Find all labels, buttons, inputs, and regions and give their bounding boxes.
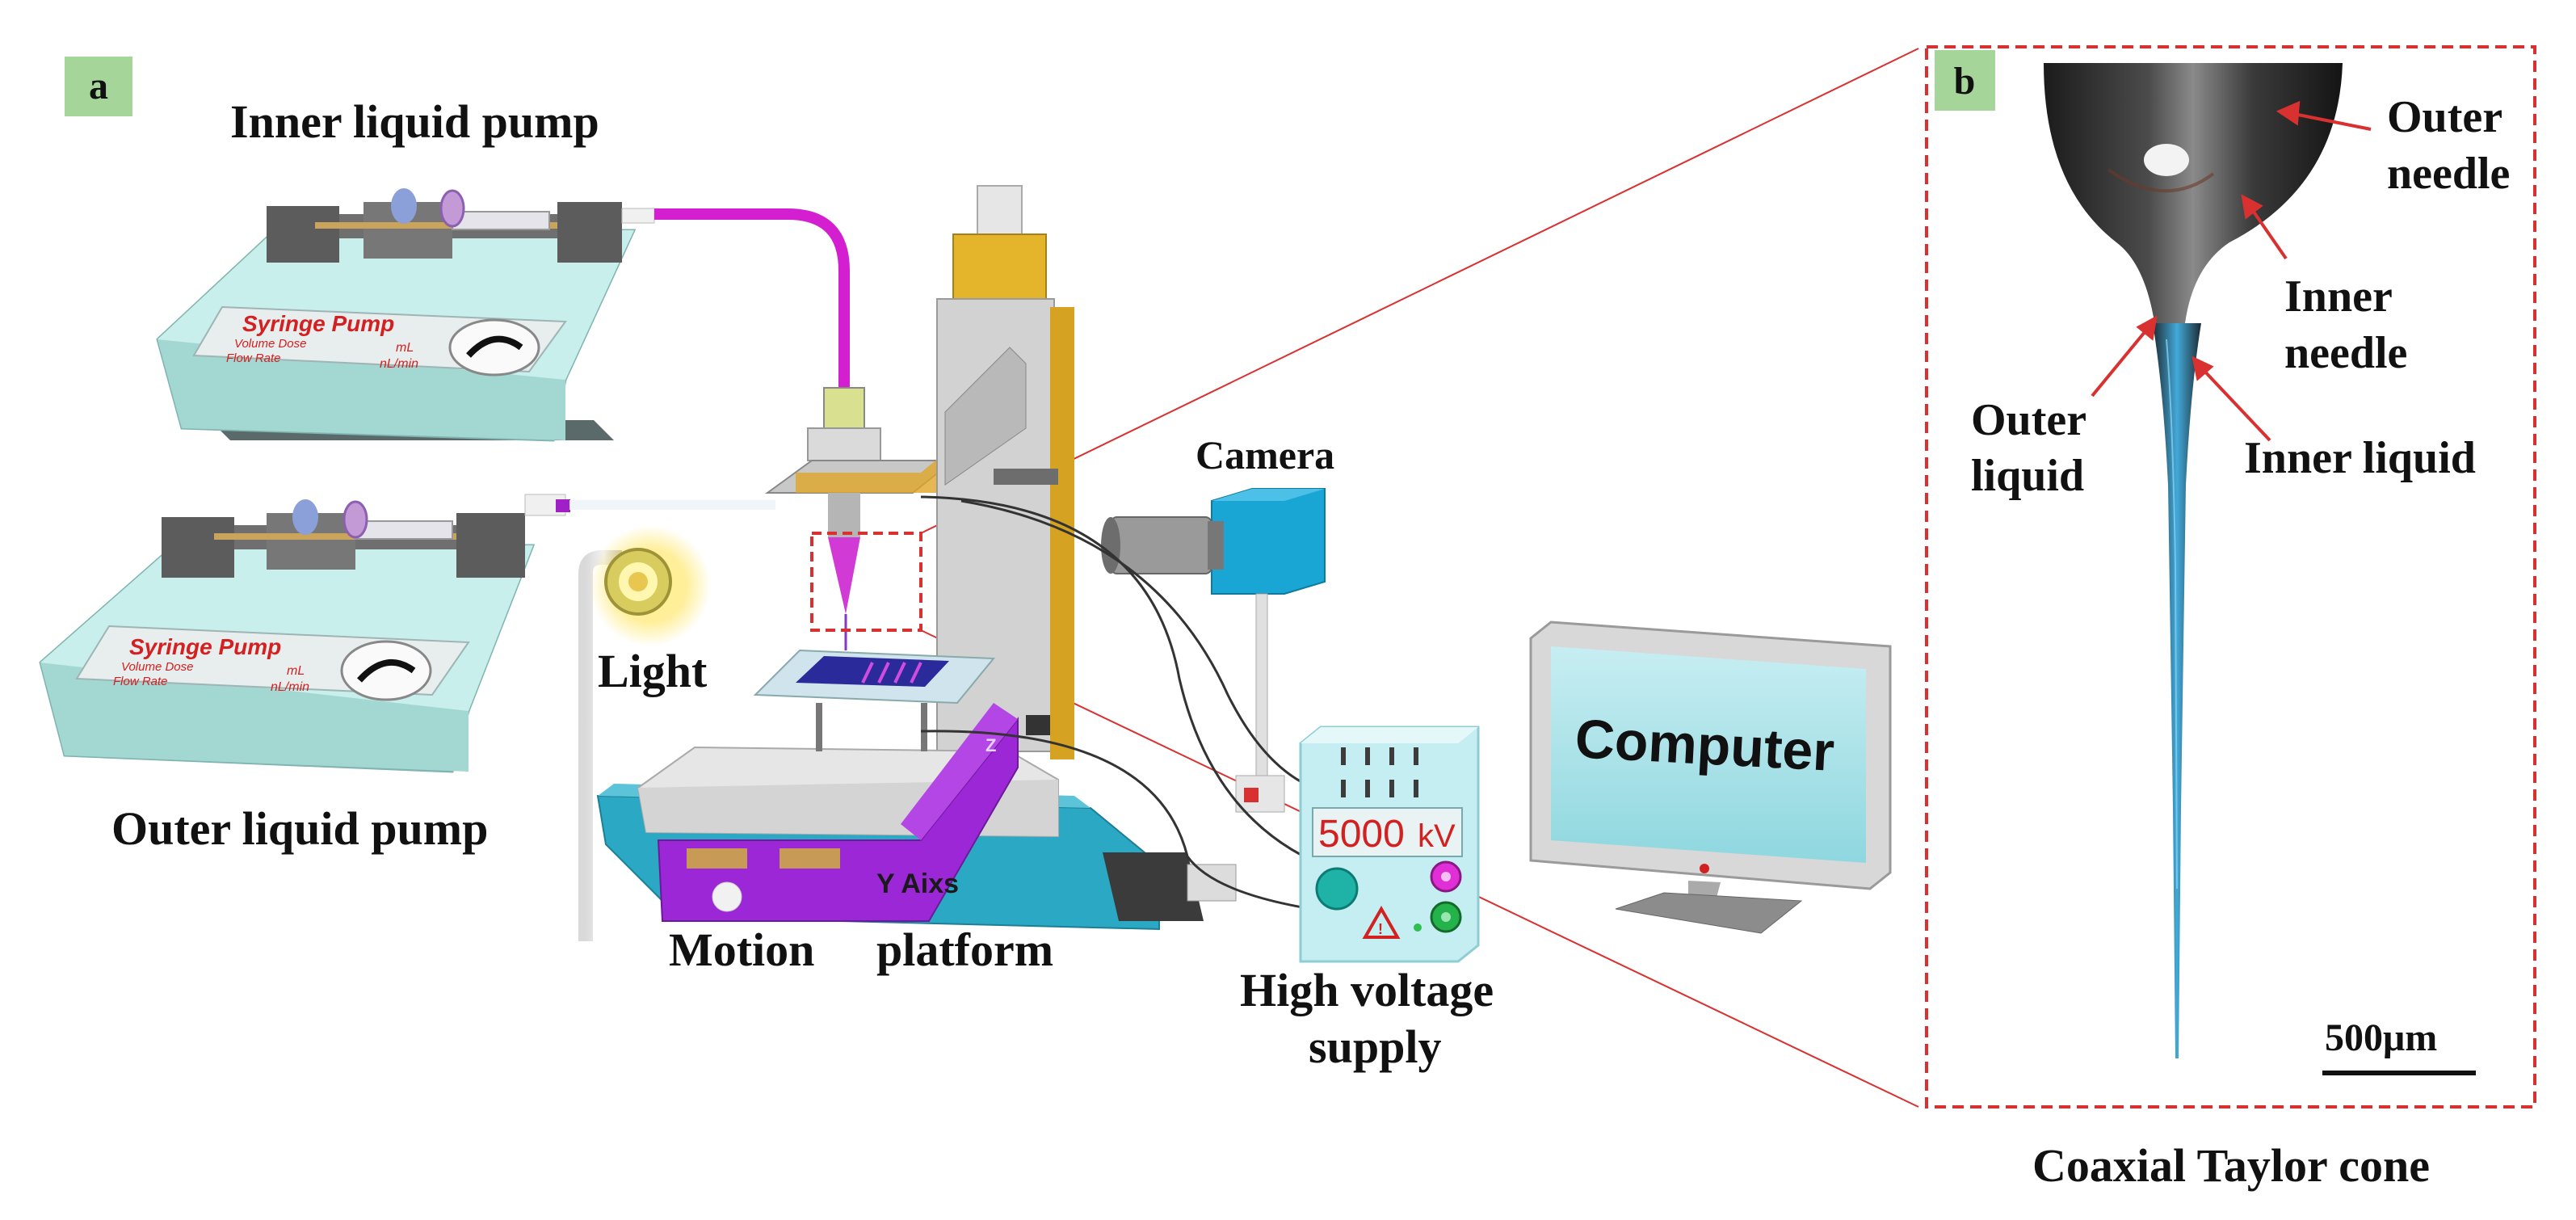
inner-needle-label-1: Inner xyxy=(2284,271,2393,322)
arrow-inner-liquid xyxy=(2200,366,2271,442)
computer-screen-text: Computer xyxy=(1574,708,1836,783)
scale-bar xyxy=(2322,1071,2476,1075)
platform-knob xyxy=(712,881,742,912)
inner-pump-flow: Flow Rate xyxy=(226,351,281,365)
scale-bar-label: 500μm xyxy=(2325,1016,2437,1059)
taylor-cone-thumbnail xyxy=(828,537,860,614)
inner-liquid-tube xyxy=(654,208,850,396)
panel-b-arrows xyxy=(2091,100,2372,442)
panel-b-frame xyxy=(1925,45,2536,1109)
panel-a-tag-text: a xyxy=(89,65,108,107)
high-voltage-supply: 5000 kV ! xyxy=(1299,726,1480,963)
inner-pump-title: Syringe Pump xyxy=(242,311,394,336)
panel-b: b Outer needle Inner needle Outer liquid… xyxy=(1925,45,2536,1192)
camera-label: Camera xyxy=(1196,432,1334,477)
inner-pump-volume: Volume Dose xyxy=(234,337,307,351)
panel-a: a Inner liquid pump Syringe Pump Volume … xyxy=(39,48,1919,1108)
outer-liquid-pump: Syringe Pump Volume Dose Flow Rate mL nL… xyxy=(39,494,570,773)
outer-pump-nlmin: nL/min xyxy=(271,680,309,694)
inner-pump-dial xyxy=(448,318,540,377)
svg-text:!: ! xyxy=(1378,921,1383,937)
light-source xyxy=(578,525,711,941)
panel-b-tag: b xyxy=(1935,50,1995,111)
arrow-outer-needle xyxy=(2289,111,2372,131)
inner-pump-label: Inner liquid pump xyxy=(230,95,599,148)
zoom-line-top xyxy=(920,48,1919,534)
nozzle-zoom-box xyxy=(810,532,922,632)
outer-pump-ml: mL xyxy=(287,664,305,678)
panel-b-tag-text: b xyxy=(1954,60,1976,103)
warning-icon xyxy=(1362,905,1401,939)
z-axis-label: Z xyxy=(985,735,996,755)
inner-pump-nlmin: nL/min xyxy=(380,357,418,371)
computer-monitor: Computer xyxy=(1529,621,1892,934)
hv-knob xyxy=(1315,867,1359,911)
inner-liquid-label: Inner liquid xyxy=(2244,433,2476,483)
inner-needle-label-2: needle xyxy=(2284,328,2407,378)
taylor-cone-image xyxy=(2044,63,2343,1058)
motion-platform: Y Aixs Z xyxy=(596,649,1237,931)
hv-display-value: 5000 xyxy=(1318,813,1405,856)
outer-pump-dial xyxy=(340,640,432,701)
outer-needle-label-1: Outer xyxy=(2387,92,2502,142)
outer-needle-label-2: needle xyxy=(2387,149,2510,199)
inner-pump-ml: mL xyxy=(396,341,414,355)
camera xyxy=(1101,488,1326,813)
z-axis-column xyxy=(936,185,1074,759)
outer-pump-title: Syringe Pump xyxy=(129,634,281,659)
outer-liquid-label-1: Outer xyxy=(1971,395,2086,445)
arrow-inner-needle xyxy=(2248,204,2288,260)
outer-pump-flow: Flow Rate xyxy=(113,675,168,688)
inner-liquid-pump: Syringe Pump Volume Dose Flow Rate mL nL… xyxy=(156,188,655,442)
panel-b-caption: Coaxial Taylor cone xyxy=(2032,1139,2430,1192)
hv-display-unit: kV xyxy=(1418,818,1456,854)
arrow-outer-liquid xyxy=(2091,326,2150,398)
panel-a-tag: a xyxy=(65,57,132,116)
hv-label-line1: High voltage xyxy=(1240,964,1494,1016)
hv-label-line2: supply xyxy=(1309,1020,1441,1073)
outer-pump-label: Outer liquid pump xyxy=(111,802,488,855)
motion-label: Motion xyxy=(669,923,814,976)
outer-liquid-label-2: liquid xyxy=(1971,451,2084,501)
platform-label: platform xyxy=(876,923,1053,976)
light-label: Light xyxy=(598,645,708,697)
y-axis-label: Y Aixs xyxy=(876,869,959,899)
outer-pump-volume: Volume Dose xyxy=(121,660,194,674)
hv-cable-3 xyxy=(960,499,1326,793)
